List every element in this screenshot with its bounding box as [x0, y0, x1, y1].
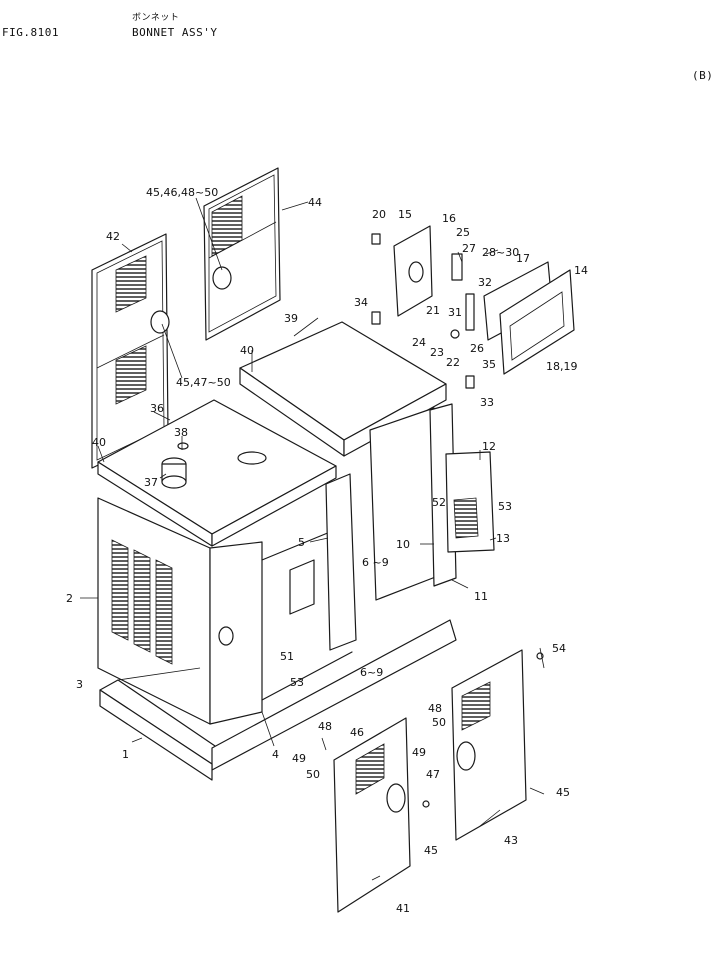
callout-35: 35 — [482, 358, 496, 371]
callout-labels: 45,46,48~50 44 42 45,47~50 20 15 16 25 2… — [66, 186, 588, 915]
right-door-43 — [451, 649, 527, 841]
callout-50-left: 50 — [306, 768, 320, 781]
callout-5: 5 — [298, 536, 305, 549]
callout-26: 26 — [470, 342, 484, 355]
callout-24: 24 — [412, 336, 426, 349]
variant-label: (B) — [692, 69, 714, 82]
callout-21: 21 — [426, 304, 440, 317]
callout-40-lower: 40 — [92, 436, 106, 449]
callout-40-upper: 40 — [240, 344, 254, 357]
callout-27: 27 — [462, 242, 476, 255]
callout-23: 23 — [430, 346, 444, 359]
top-cover-39 — [239, 321, 447, 457]
callout-49-right: 49 — [412, 746, 426, 759]
left-door-41 — [333, 717, 411, 913]
callout-37: 37 — [144, 476, 158, 489]
callout-53-lower: 53 — [290, 676, 304, 689]
callout-4: 4 — [272, 748, 279, 761]
callout-3: 3 — [76, 678, 83, 691]
callout-1: 1 — [122, 748, 129, 761]
callout-42: 42 — [106, 230, 120, 243]
callout-45-46-48-50: 45,46,48~50 — [146, 186, 218, 199]
small-hardware — [371, 233, 544, 808]
callout-6-9-lower: 6~9 — [360, 666, 383, 679]
callout-33: 33 — [480, 396, 494, 409]
figure-number: FIG.8101 — [2, 26, 59, 39]
callout-43: 43 — [504, 834, 518, 847]
callout-54: 54 — [552, 642, 566, 655]
callout-38: 38 — [174, 426, 188, 439]
callout-51: 51 — [280, 650, 294, 663]
callout-39: 39 — [284, 312, 298, 325]
callout-34: 34 — [354, 296, 368, 309]
callout-13: 13 — [496, 532, 510, 545]
right-cover-assembly-14-30 — [393, 225, 575, 375]
callout-10: 10 — [396, 538, 410, 551]
callout-17: 17 — [516, 252, 530, 265]
callout-48-left: 48 — [318, 720, 332, 733]
callout-28-30: 28~30 — [482, 246, 519, 259]
callout-2: 2 — [66, 592, 73, 605]
callout-41: 41 — [396, 902, 410, 915]
callout-53-right: 53 — [498, 500, 512, 513]
top-plate-36 — [97, 399, 337, 547]
side-panel-12 — [445, 451, 495, 553]
callout-49-left: 49 — [292, 752, 306, 765]
title-japanese: ボンネット — [132, 13, 180, 23]
callout-12: 12 — [482, 440, 496, 453]
callout-44: 44 — [308, 196, 322, 209]
callout-32: 32 — [478, 276, 492, 289]
diagram-title: BONNET ASS'Y — [132, 26, 218, 39]
callout-45-lower: 45 — [424, 844, 438, 857]
callout-45-47-50: 45,47~50 — [176, 376, 231, 389]
callout-31: 31 — [448, 306, 462, 319]
filler-cap-37-38 — [161, 442, 189, 489]
base-frame-1 — [99, 619, 457, 781]
callout-52: 52 — [432, 496, 446, 509]
callout-46: 46 — [350, 726, 364, 739]
callout-48-right: 48 — [428, 702, 442, 715]
callout-11: 11 — [474, 590, 488, 603]
callout-20: 20 — [372, 208, 386, 221]
callout-22: 22 — [446, 356, 460, 369]
callout-14: 14 — [574, 264, 588, 277]
side-cover-panel-42 — [91, 233, 170, 469]
callout-15: 15 — [398, 208, 412, 221]
callout-16: 16 — [442, 212, 456, 225]
callout-18-19: 18,19 — [546, 360, 578, 373]
callout-45-right: 45 — [556, 786, 570, 799]
callout-6-9-upper: 6 ~9 — [362, 556, 389, 569]
leader-lines — [80, 197, 571, 881]
callout-47: 47 — [426, 768, 440, 781]
callout-50-right: 50 — [432, 716, 446, 729]
callout-36: 36 — [150, 402, 164, 415]
side-cover-panel-44 — [203, 167, 281, 341]
callout-25: 25 — [456, 226, 470, 239]
